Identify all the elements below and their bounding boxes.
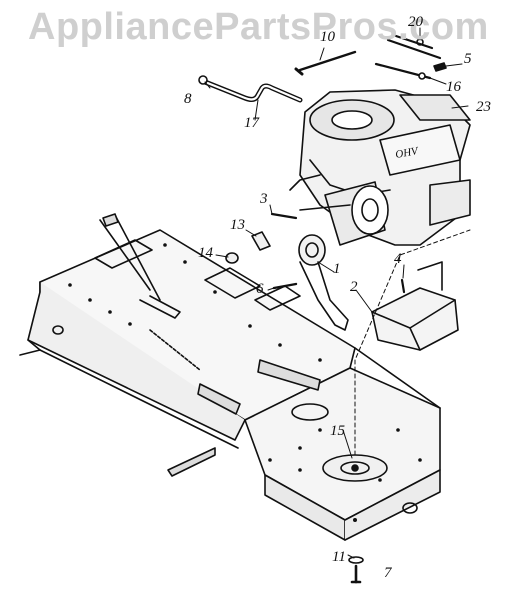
chassis-frame (19, 213, 441, 541)
callout-15: 15 (330, 423, 345, 439)
part-2-belt-guard (371, 261, 459, 351)
part-3-bolt (270, 212, 298, 220)
part-6-bolt (272, 282, 298, 290)
engine-assembly (289, 89, 471, 246)
leader-lines (204, 27, 469, 559)
part-15-pulley (322, 454, 388, 482)
callout-1: 1 (333, 261, 341, 277)
callout-20: 20 (408, 14, 423, 30)
engine-badge-text: OHV (394, 145, 420, 161)
callout-11: 11 (332, 549, 346, 565)
part-4-bolt (400, 278, 406, 294)
part-1-pulley-arm (298, 234, 349, 331)
callout-13: 13 (230, 217, 245, 233)
callout-4: 4 (394, 251, 402, 267)
part-14-cap (225, 252, 239, 264)
callout-8: 8 (184, 91, 192, 107)
part-13-spacer (251, 231, 271, 251)
callout-17: 17 (244, 115, 259, 131)
callout-2: 2 (350, 279, 358, 295)
callout-23: 23 (476, 99, 491, 115)
part-5-nut (433, 62, 447, 72)
part-7-bolt (350, 564, 362, 584)
callout-14: 14 (198, 245, 213, 261)
part-16-rod (374, 62, 432, 80)
callout-16: 16 (446, 79, 461, 95)
part-11-washer (348, 556, 364, 564)
callout-6: 6 (256, 281, 264, 297)
callout-5: 5 (464, 51, 472, 67)
part-17-handle-rod (198, 75, 303, 103)
part-20-bracket (386, 34, 442, 60)
belt-route (354, 229, 471, 456)
callout-10: 10 (320, 29, 335, 45)
callout-7: 7 (384, 565, 392, 581)
part-10-bolt (294, 50, 357, 76)
callout-3: 3 (260, 191, 268, 207)
